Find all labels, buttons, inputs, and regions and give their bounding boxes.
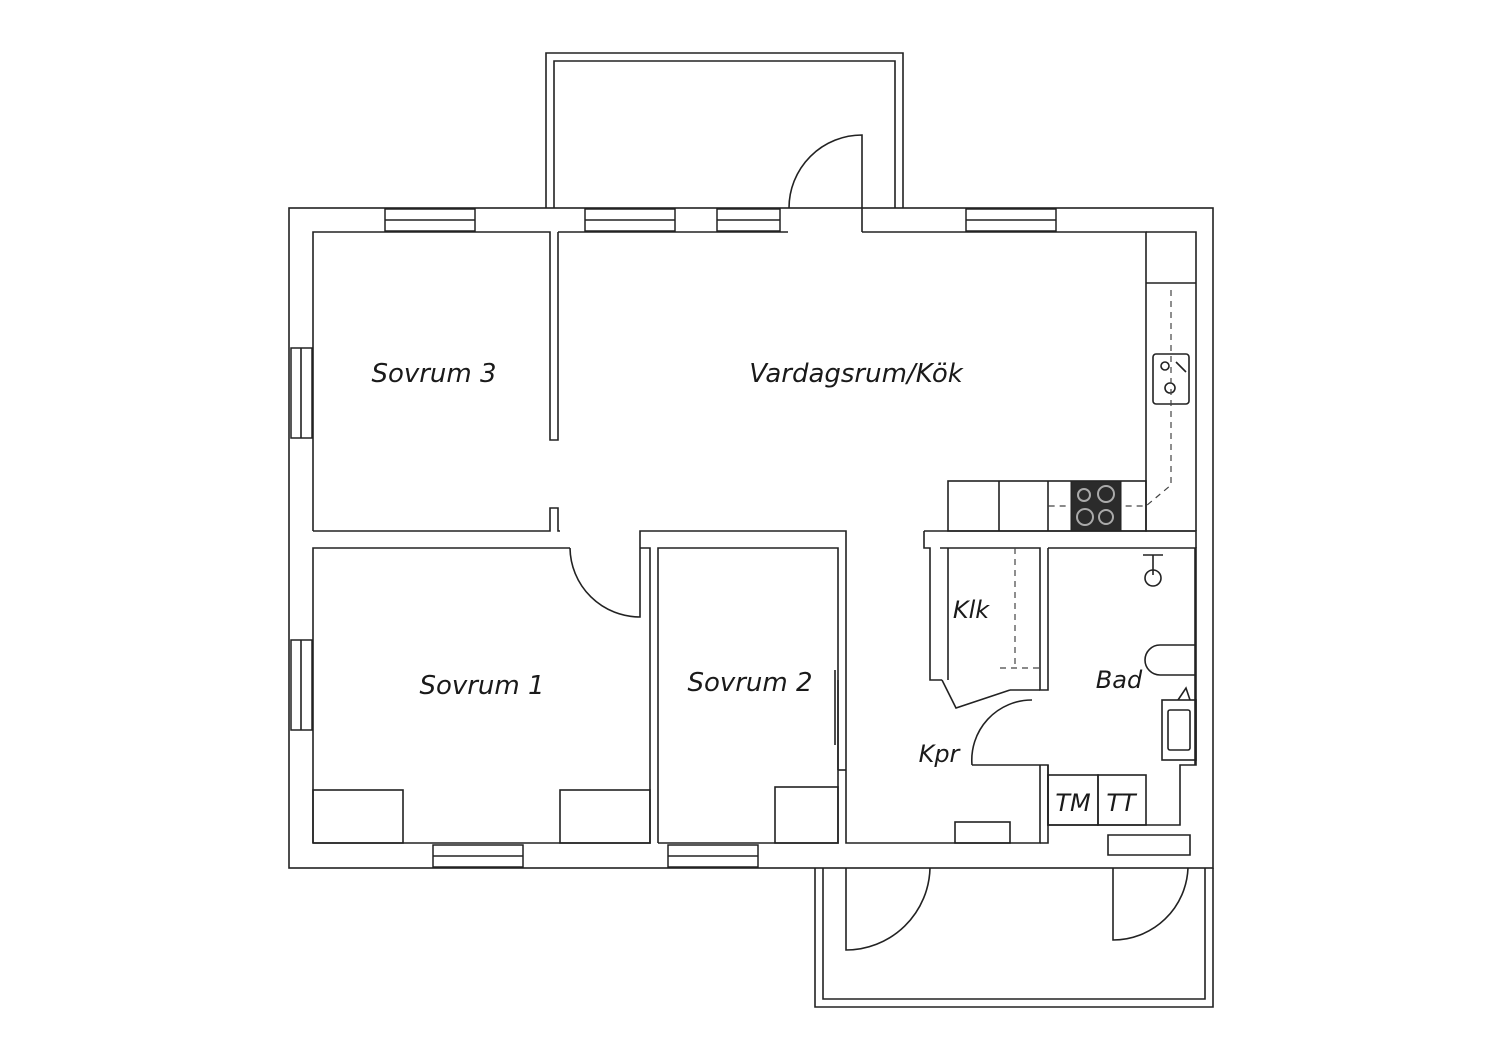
- bathroom-fixtures: [1143, 554, 1197, 761]
- top-balcony: [545, 52, 904, 208]
- interior-walls: [312, 231, 1197, 844]
- fixtures: [312, 548, 1147, 844]
- outer-wall: [288, 207, 1214, 869]
- room-label-sovrum-1: Sovrum 1: [419, 671, 544, 701]
- room-label-vardagsrum-kok: Vardagsrum/Kök: [749, 359, 964, 389]
- room-label-sovrum-2: Sovrum 2: [687, 668, 812, 698]
- stove-icon: [1070, 480, 1122, 532]
- room-label-sovrum-3: Sovrum 3: [371, 359, 496, 389]
- label-tm: TM: [1055, 789, 1091, 817]
- label-tt: TT: [1106, 789, 1138, 817]
- doors: [569, 134, 1191, 951]
- room-label-klk: Klk: [953, 596, 990, 624]
- room-label-kpr: Kpr: [919, 740, 962, 768]
- windows: [290, 208, 1057, 868]
- bottom-balcony: [814, 868, 1214, 1008]
- room-label-bad: Bad: [1096, 666, 1143, 694]
